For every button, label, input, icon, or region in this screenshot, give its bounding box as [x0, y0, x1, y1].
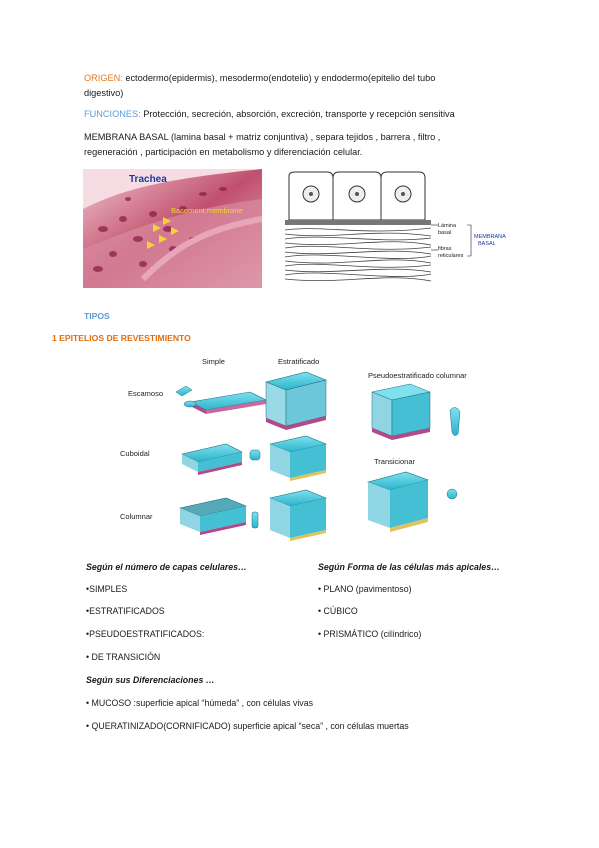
- schematic-basal2: BASAL: [478, 241, 496, 247]
- schematic-membrana: MEMBRANA: [474, 234, 506, 240]
- capas-item-1: •SIMPLES: [86, 584, 128, 594]
- col-estratificado: Estratificado: [278, 357, 319, 366]
- micrograph-label: Basement membrane: [171, 206, 243, 215]
- basal-membrane-schematic: Lámina basal fibras reticulares MEMBRANA…: [283, 170, 515, 288]
- forma-item-3: • PRISMÁTICO (cilíndrico): [318, 629, 422, 639]
- funciones-paragraph: FUNCIONES: Protección, secreción, absorc…: [84, 107, 544, 122]
- epithelium-types-diagram: Simple Estratificado Pseudoestratificado…: [120, 357, 467, 541]
- capas-item-3: •PSEUDOESTRATIFICADOS:: [86, 629, 205, 639]
- pseudostratified-illustration: [371, 383, 461, 440]
- forma-item-1: • PLANO (pavimentoso): [318, 584, 412, 594]
- membrana-line1: MEMBRANA BASAL (lamina basal + matriz co…: [84, 132, 441, 142]
- simple-columnar-illustration: [178, 497, 259, 535]
- origen-paragraph: ORIGEN: ectodermo(epidermis), mesodermo(…: [84, 71, 524, 101]
- capas-heading: Según el número de capas celulares…: [86, 562, 247, 572]
- schematic-lamina: Lámina: [438, 223, 457, 229]
- schematic-reticulares: reticulares: [438, 253, 464, 259]
- simple-squamous-illustration: [175, 385, 267, 414]
- row-escamoso: Escamoso: [128, 389, 163, 398]
- funciones-text: Protección, secreción, absorción, excrec…: [140, 109, 455, 119]
- schematic-basal: basal: [438, 230, 451, 236]
- row-cuboidal: Cuboidal: [120, 449, 150, 458]
- col-simple: Simple: [202, 357, 225, 366]
- capas-item-2: •ESTRATIFICADOS: [86, 606, 165, 616]
- tipos-heading: TIPOS: [84, 311, 110, 321]
- capas-item-4: • DE TRANSICIÓN: [86, 652, 161, 662]
- forma-heading: Según Forma de las células más apicales…: [318, 562, 500, 572]
- diferenciaciones-item-1: • MUCOSO :superficie apical “húmeda” , c…: [86, 698, 313, 708]
- origen-label: ORIGEN:: [84, 73, 123, 83]
- origen-text: ectodermo(epidermis), mesodermo(endoteli…: [122, 73, 436, 83]
- funciones-label: FUNCIONES:: [84, 109, 141, 119]
- diferenciaciones-heading: Según sus Diferenciaciones …: [86, 675, 215, 685]
- epitelios-heading: 1 EPITELIOS DE REVESTIMIENTO: [52, 333, 191, 343]
- arrow-icons: [147, 217, 179, 249]
- stratified-cuboidal-illustration: [268, 435, 328, 481]
- transicionar-label: Transicionar: [374, 457, 415, 466]
- stratified-columnar-illustration: [268, 489, 328, 541]
- col-pseudo: Pseudoestratificado columnar: [368, 371, 467, 380]
- micrograph-title: Trachea: [129, 174, 167, 185]
- membrana-paragraph: MEMBRANA BASAL (lamina basal + matriz co…: [84, 130, 554, 160]
- forma-item-2: • CÚBICO: [318, 606, 358, 616]
- membrana-line2: regeneración , participación en metaboli…: [84, 147, 363, 157]
- schematic-fibras: fibras: [438, 246, 452, 252]
- trachea-micrograph: Trachea Basement membrane: [83, 169, 262, 288]
- transitional-illustration: [366, 471, 458, 532]
- origen-text-2: digestivo): [84, 88, 124, 98]
- diferenciaciones-item-2: • QUERATINIZADO(CORNIFICADO) superficie …: [86, 721, 409, 731]
- row-columnar: Columnar: [120, 512, 153, 521]
- simple-cuboidal-illustration: [181, 443, 261, 475]
- stratified-squamous-illustration: [265, 371, 327, 430]
